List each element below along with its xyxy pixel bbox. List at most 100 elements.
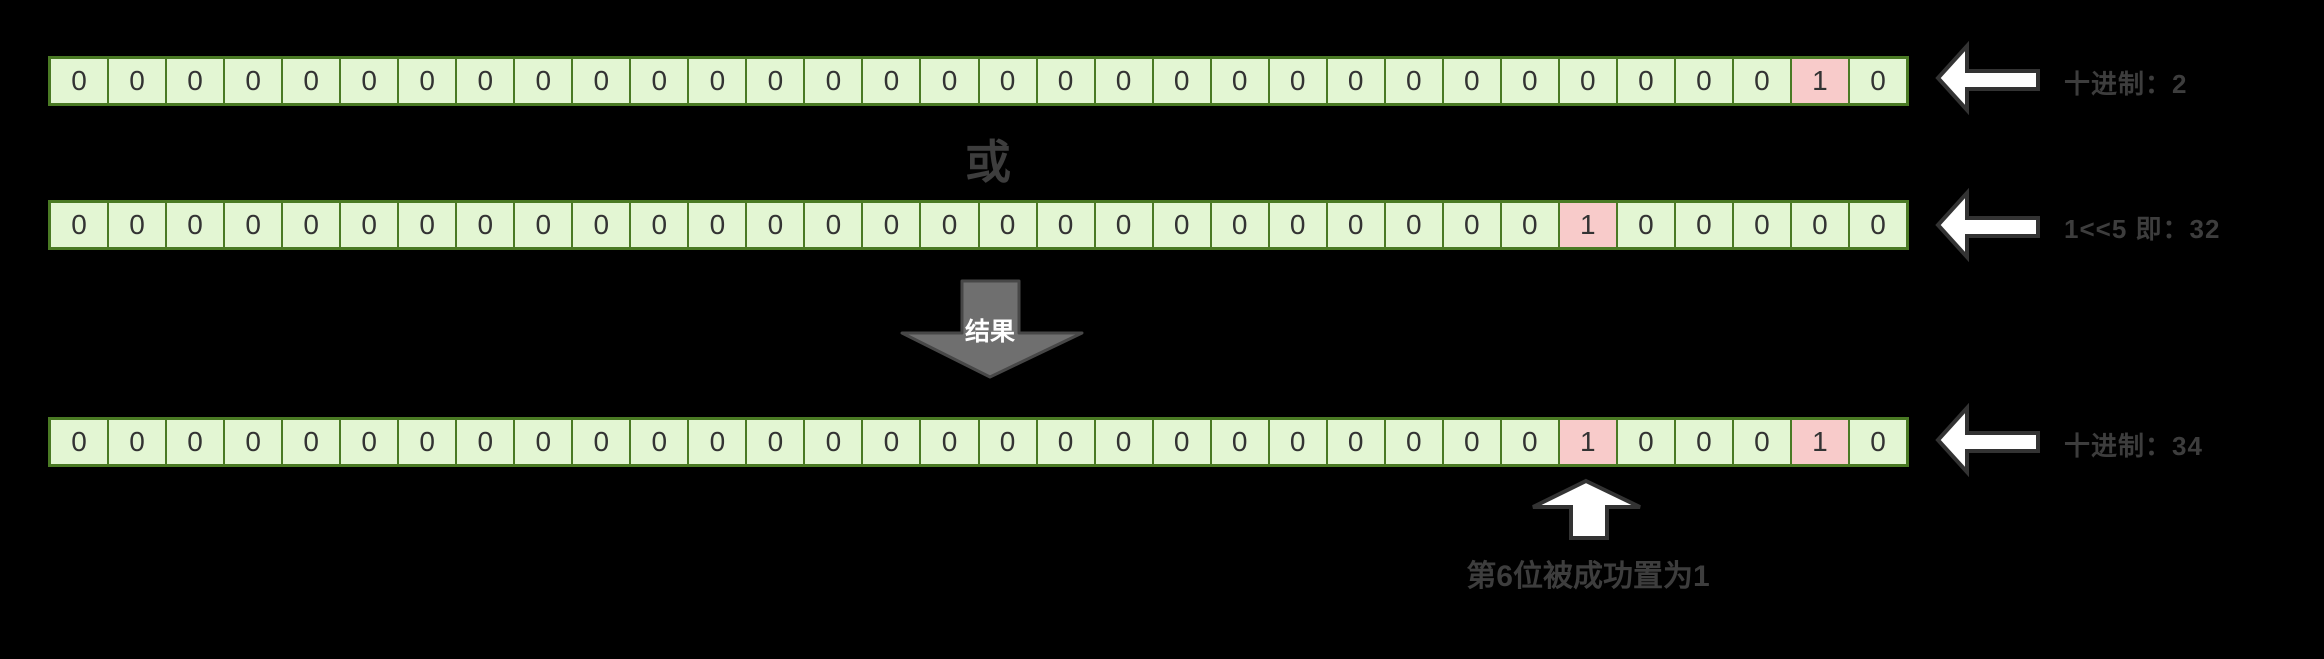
bit-cell: 0 [1095,203,1154,247]
left-arrow-icon [1935,403,2040,477]
bit-cell: 0 [1385,203,1444,247]
result-down-arrow-icon [900,279,1084,379]
bit-cell: 0 [515,203,574,247]
bit-cell: 0 [109,59,168,103]
bit-cell: 0 [341,59,400,103]
bit-cell: 0 [1501,59,1560,103]
bit-cell: 0 [399,420,458,464]
bit-cell: 0 [341,203,400,247]
bit-cell: 0 [1443,203,1502,247]
bit-cell: 0 [573,420,632,464]
operand-a-value-label: 十进制：2 [2064,69,2188,99]
bit-cell: 0 [863,203,922,247]
bit-cell: 0 [1849,59,1906,103]
bit-cell: 0 [51,420,110,464]
bit-cell: 0 [1675,420,1734,464]
bit-cell: 0 [805,59,864,103]
bit-cell: 0 [1095,59,1154,103]
bit-cell: 0 [747,59,806,103]
bit-cell: 0 [573,59,632,103]
bit-cell-set: 1 [1559,203,1618,247]
or-operator-label: 或 [965,136,1011,188]
bit-cell: 0 [979,203,1038,247]
bit-cell: 0 [283,420,342,464]
bit-cell: 0 [1327,203,1386,247]
bit-cell: 0 [1153,420,1212,464]
bit-cell: 0 [1849,420,1906,464]
bit-cell: 0 [689,59,748,103]
bit-cell: 0 [167,420,226,464]
bit-set-annotation: 第6位被成功置为1 [1466,560,1710,593]
bit-cell: 0 [1617,59,1676,103]
bit-cell: 0 [921,203,980,247]
bit-cell: 0 [283,59,342,103]
bit-cell: 0 [225,59,284,103]
bit-cell: 0 [1269,420,1328,464]
bit-cell: 0 [1559,59,1618,103]
up-arrow-icon [1532,478,1641,540]
bit-cell: 0 [921,59,980,103]
bit-cell: 0 [631,59,690,103]
bit-cell: 0 [689,203,748,247]
bit-cell: 0 [1501,203,1560,247]
bit-cell: 0 [689,420,748,464]
bit-cell: 0 [1385,420,1444,464]
bit-cell: 0 [1675,59,1734,103]
bit-cell: 0 [515,59,574,103]
bit-cell: 0 [341,420,400,464]
result-arrow-label: 结果 [964,318,1015,346]
bit-cell: 0 [1153,59,1212,103]
bit-cell: 0 [1037,203,1096,247]
bit-cell: 0 [573,203,632,247]
bit-cell: 0 [1501,420,1560,464]
bit-cell: 0 [1269,203,1328,247]
bit-cell: 0 [1037,59,1096,103]
bit-cell: 0 [1385,59,1444,103]
bit-cell: 0 [1733,203,1792,247]
bit-cell: 0 [1037,420,1096,464]
bit-cell: 0 [863,420,922,464]
bit-cell: 0 [1443,420,1502,464]
bit-cell: 0 [457,420,516,464]
bit-cell: 0 [51,59,110,103]
bit-cell: 0 [1327,420,1386,464]
bit-cell: 0 [1849,203,1906,247]
bit-cell: 0 [1791,203,1850,247]
bit-cell: 0 [805,420,864,464]
operand-b-value-label: 1<<5 即：32 [2064,214,2221,244]
bit-cell: 0 [1733,420,1792,464]
bit-cell: 0 [457,59,516,103]
left-arrow-icon [1935,188,2040,262]
bit-cell: 0 [515,420,574,464]
bit-cell: 0 [979,59,1038,103]
bit-cell: 0 [1153,203,1212,247]
bit-cell: 0 [399,203,458,247]
bit-cell: 0 [863,59,922,103]
bit-cell: 0 [1269,59,1328,103]
bit-cell: 0 [167,59,226,103]
result-value-label: 十进制：34 [2064,431,2203,461]
bit-cell: 0 [631,203,690,247]
bit-cell: 0 [631,420,690,464]
bit-cell: 0 [805,203,864,247]
bit-cell: 0 [225,203,284,247]
bit-cell: 0 [1211,203,1270,247]
bit-cell: 0 [979,420,1038,464]
bit-cell: 0 [1675,203,1734,247]
bit-cell: 0 [1617,420,1676,464]
bit-cell: 0 [51,203,110,247]
bit-cell: 0 [457,203,516,247]
bit-cell: 0 [921,420,980,464]
bit-cell: 0 [1443,59,1502,103]
bit-cell: 0 [283,203,342,247]
bit-cell: 0 [225,420,284,464]
bit-cell: 0 [747,420,806,464]
bit-cell: 0 [109,420,168,464]
bit-cell: 0 [109,203,168,247]
bit-cell: 0 [1211,59,1270,103]
bit-cell: 0 [1095,420,1154,464]
